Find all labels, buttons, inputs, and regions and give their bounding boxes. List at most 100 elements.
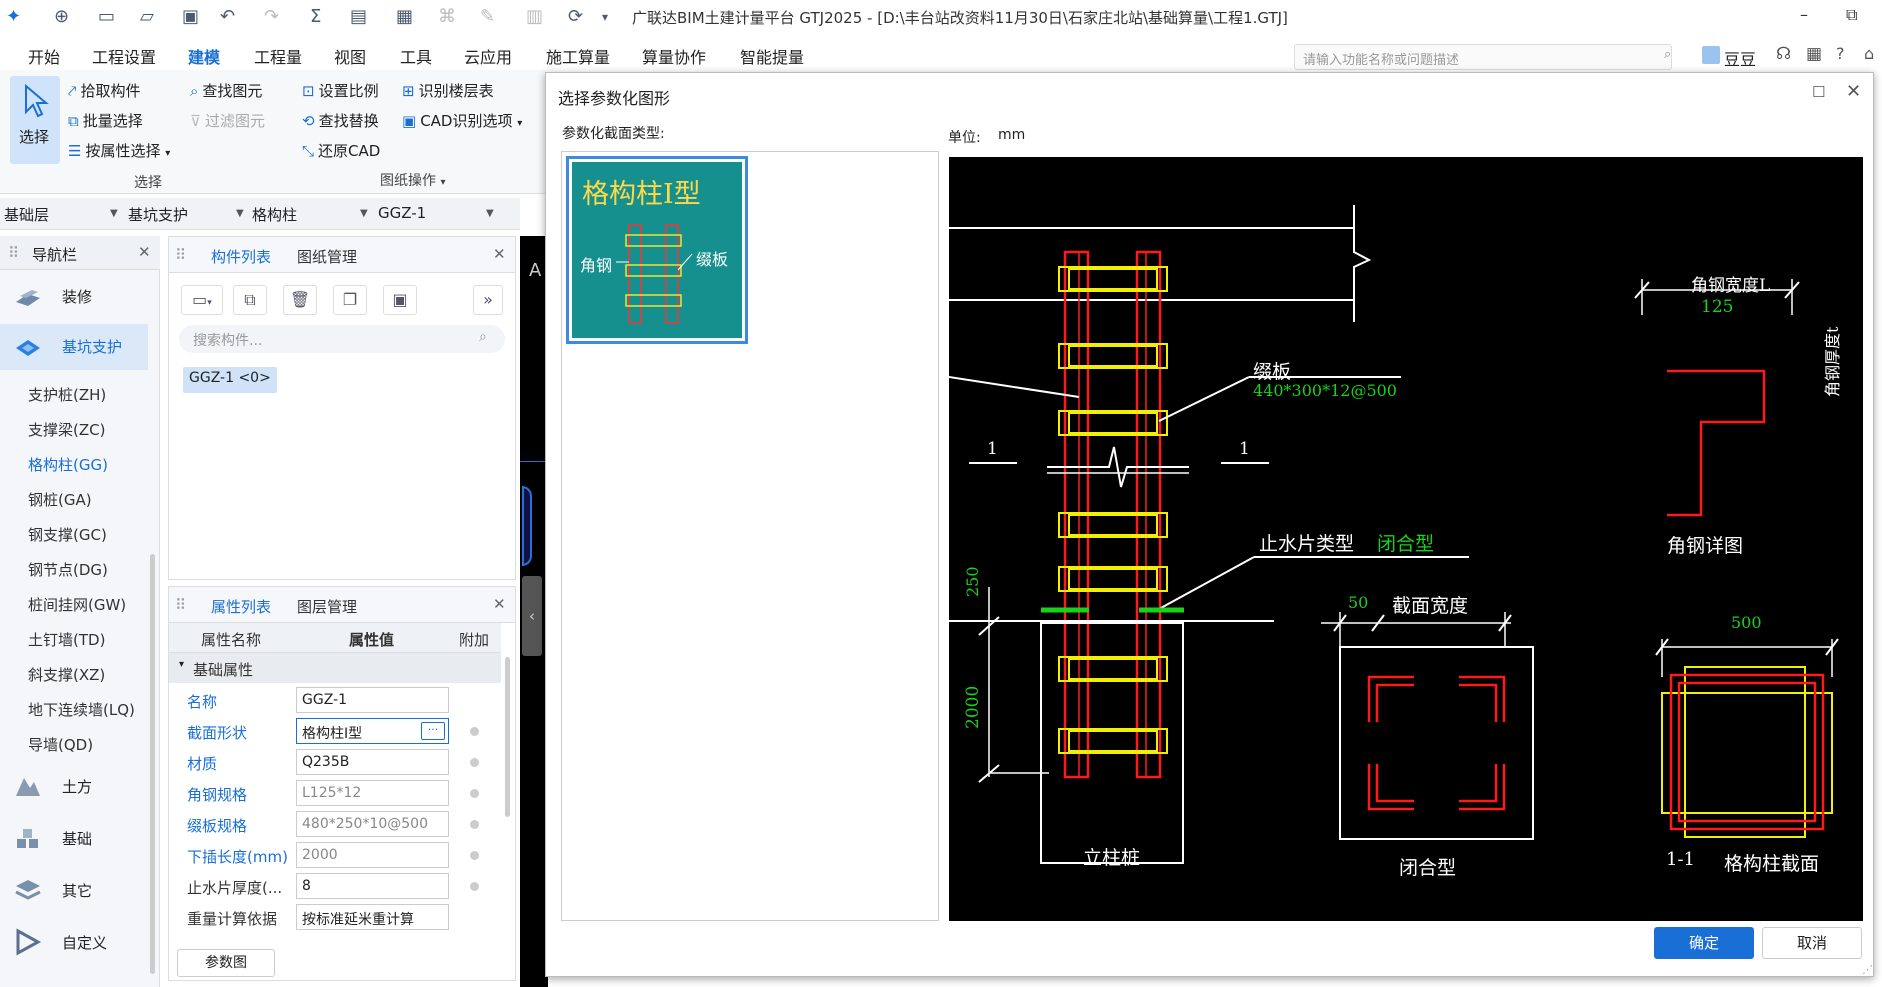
collapse-icon[interactable]: ▾ <box>179 659 185 670</box>
set-scale-button[interactable]: ⊡设置比例 <box>302 80 379 101</box>
close-icon[interactable]: ✕ <box>493 595 506 613</box>
maximize-icon[interactable]: ☐ <box>1812 83 1826 101</box>
menu-start[interactable]: 开始 <box>28 48 61 67</box>
param-diagram-button[interactable]: 参数图 <box>177 949 275 977</box>
nav-group-earthwork[interactable]: 土方 <box>0 764 148 810</box>
new-component-button[interactable]: ▭▾ <box>181 285 223 315</box>
close-icon[interactable]: ✕ <box>1846 81 1862 102</box>
property-section-basic[interactable]: ▾ 基础属性 <box>169 653 501 683</box>
extra-checkbox[interactable] <box>470 851 479 860</box>
nav-sub-steel-support[interactable]: 钢支撑(GC) <box>28 526 107 544</box>
resize-grip-icon[interactable]: ⋰ <box>1862 963 1873 976</box>
sum-icon[interactable]: Σ <box>310 6 322 27</box>
new-project-icon[interactable]: ⊕ <box>54 6 70 27</box>
avatar[interactable] <box>1702 46 1720 64</box>
save-icon[interactable]: ▣ <box>182 6 200 27</box>
search-icon[interactable]: ⌕ <box>479 329 487 345</box>
extra-checkbox[interactable] <box>470 820 479 829</box>
layer-copy-button[interactable]: ▣ <box>383 285 417 315</box>
edit-icon[interactable]: ✎ <box>480 6 496 27</box>
customize-chevron-icon[interactable]: ▾ <box>602 10 609 24</box>
menu-collaboration[interactable]: 算量协作 <box>642 48 707 67</box>
collapse-panel-icon[interactable]: ‹ <box>522 576 542 656</box>
component-item-ggz1[interactable]: GGZ-1 <0> <box>183 367 277 393</box>
layout-icon[interactable]: ▤ <box>350 6 368 27</box>
type-dropdown[interactable]: 格构柱▼ <box>252 204 370 225</box>
menu-construction[interactable]: 施工算量 <box>546 48 611 67</box>
nav-sub-guide-wall[interactable]: 导墙(QD) <box>28 736 94 754</box>
component-search-input[interactable]: 搜索构件... ⌕ <box>179 325 505 353</box>
recognize-floor-button[interactable]: ⊞识别楼层表 <box>402 80 494 101</box>
floor-dropdown[interactable]: 基础层▼ <box>4 204 122 225</box>
ok-button[interactable]: 确定 <box>1654 927 1754 959</box>
nav-sub-steel-node[interactable]: 钢节点(DG) <box>28 561 108 579</box>
cad-canvas[interactable]: A ‹ <box>520 236 548 987</box>
new-file-icon[interactable]: ▭ <box>98 6 116 27</box>
tab-property-list[interactable]: 属性列表 <box>211 598 272 616</box>
minimize-icon[interactable]: – <box>1800 5 1808 24</box>
menu-smart[interactable]: 智能提量 <box>740 48 805 67</box>
pin-icon[interactable]: ⌂ <box>1864 44 1875 63</box>
menu-view[interactable]: 视图 <box>334 48 367 67</box>
delete-component-button[interactable]: 🗑 <box>283 285 317 315</box>
nav-group-custom[interactable]: 自定义 <box>0 920 148 966</box>
restore-icon[interactable]: ⧉ <box>1846 5 1858 24</box>
category-dropdown[interactable]: 基坑支护▼ <box>128 204 246 225</box>
prop-waterstop-thickness-value[interactable]: 8 <box>296 873 449 899</box>
find-element-button[interactable]: ⌕查找图元 <box>190 80 262 101</box>
batch-select-button[interactable]: ⧉批量选择 <box>68 110 143 131</box>
copy-component-button[interactable]: ⧉ <box>233 285 267 315</box>
nav-group-excavation-support[interactable]: 基坑支护 <box>0 324 148 370</box>
nav-sub-steel-pile[interactable]: 钢桩(GA) <box>28 491 92 509</box>
tab-component-list[interactable]: 构件列表 <box>211 248 272 266</box>
prop-insert-length-value[interactable]: 2000 <box>296 842 449 868</box>
search-icon[interactable]: ⌕ <box>1664 47 1672 62</box>
group-drawing-label[interactable]: 图纸操作 ▾ <box>380 173 446 189</box>
extra-checkbox[interactable] <box>470 882 479 891</box>
nav-scrollbar[interactable] <box>150 554 155 974</box>
cad-options-button[interactable]: ▣CAD识别选项 ▾ <box>402 112 523 130</box>
redo-icon[interactable]: ↷ <box>264 6 280 27</box>
select-by-attr-button[interactable]: ☰按属性选择 ▾ <box>68 142 171 160</box>
tree-icon[interactable]: ⌘ <box>438 6 456 27</box>
find-replace-button[interactable]: ⟲查找替换 <box>302 110 379 131</box>
pick-component-button[interactable]: ⤤拾取构件 <box>68 80 140 101</box>
cancel-button[interactable]: 取消 <box>1762 927 1862 959</box>
nav-sub-support-beam[interactable]: 支撑梁(ZC) <box>28 421 106 439</box>
headset-icon[interactable]: ☊ <box>1776 44 1792 64</box>
prop-plate-spec-value[interactable]: 480*250*10@500 <box>296 811 449 837</box>
prop-material-value[interactable]: Q235B <box>296 749 449 775</box>
nav-sub-soil-nail-wall[interactable]: 土钉墙(TD) <box>28 631 106 649</box>
select-big-button[interactable]: 选择 <box>10 76 60 164</box>
open-folder-icon[interactable]: ▱ <box>140 6 154 27</box>
help-icon[interactable]: ? <box>1836 44 1845 63</box>
extra-checkbox[interactable] <box>470 758 479 767</box>
menu-quantities[interactable]: 工程量 <box>254 48 303 67</box>
nav-sub-diagonal-support[interactable]: 斜支撑(XZ) <box>28 666 106 684</box>
nav-group-decoration[interactable]: 装修 <box>0 274 148 320</box>
duplicate-button[interactable]: ❐ <box>333 285 367 315</box>
nav-sub-support-pile[interactable]: 支护桩(ZH) <box>28 386 107 404</box>
nav-sub-lattice-column[interactable]: 格构柱(GG) <box>28 456 108 474</box>
user-name[interactable]: 豆豆 <box>1724 50 1757 69</box>
menu-project-settings[interactable]: 工程设置 <box>92 48 157 67</box>
undo-icon[interactable]: ↶ <box>220 6 236 27</box>
tab-drawing-management[interactable]: 图纸管理 <box>297 248 358 266</box>
prop-name-value[interactable]: GGZ-1 <box>296 687 449 713</box>
nav-group-foundation[interactable]: 基础 <box>0 816 148 862</box>
property-scrollbar[interactable] <box>505 657 510 817</box>
menu-cloud[interactable]: 云应用 <box>464 48 513 67</box>
component-dropdown[interactable]: GGZ-1▼ <box>378 204 496 222</box>
filter-element-button[interactable]: ⊽过滤图元 <box>190 110 265 131</box>
grid-icon[interactable]: ▦ <box>396 6 414 27</box>
close-icon[interactable]: ✕ <box>493 245 506 263</box>
nav-group-other[interactable]: 其它 <box>0 868 148 914</box>
close-icon[interactable]: ✕ <box>138 243 151 261</box>
extra-checkbox[interactable] <box>470 789 479 798</box>
prop-weight-basis-value[interactable]: 按标准延米重计算 <box>296 904 449 930</box>
menu-tools[interactable]: 工具 <box>400 48 433 67</box>
calendar-icon[interactable]: ▦ <box>1806 44 1823 64</box>
section-thumb-lattice-i[interactable]: 格构柱I型 角钢 缀板 <box>566 156 748 344</box>
nav-sub-diaphragm-wall[interactable]: 地下连续墙(LQ) <box>28 701 135 719</box>
nav-sub-pile-net[interactable]: 桩间挂网(GW) <box>28 596 127 614</box>
